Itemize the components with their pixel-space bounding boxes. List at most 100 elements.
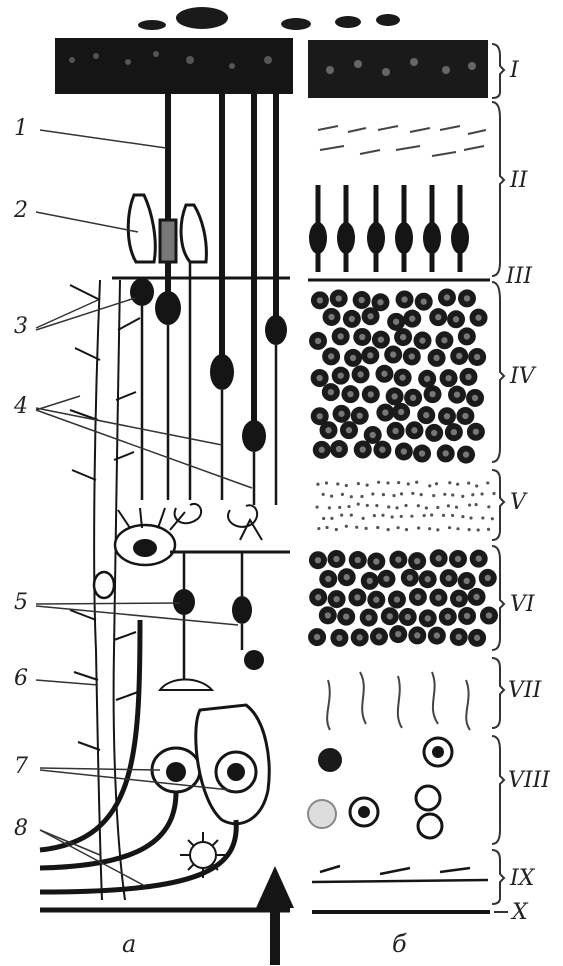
layer-v-dot bbox=[400, 515, 403, 518]
layer-iv-nucleolus bbox=[338, 372, 344, 378]
layer-iv-nucleolus bbox=[346, 427, 352, 433]
layer-vi-nucleolus bbox=[415, 594, 421, 600]
layer-v-dot bbox=[338, 506, 341, 509]
layer-iv-nucleolus bbox=[336, 446, 342, 452]
layer-iv-nucleolus bbox=[410, 395, 416, 401]
layer-v-dot bbox=[411, 492, 414, 495]
layer-vi-nucleolus bbox=[314, 634, 320, 640]
layer-II-band bbox=[309, 126, 486, 272]
layer-iv-nucleolus bbox=[444, 413, 450, 419]
layer-vi-nucleolus bbox=[325, 612, 331, 618]
layer-v-dot bbox=[467, 482, 470, 485]
layer-iv-nucleolus bbox=[317, 413, 323, 419]
layer-v-dot bbox=[382, 493, 385, 496]
layer-v-dot bbox=[341, 493, 344, 496]
layer-iv-nucleolus bbox=[347, 391, 353, 397]
layer-vi-nucleolus bbox=[474, 635, 480, 641]
layer-v-dot bbox=[417, 504, 420, 507]
layer-v-dot bbox=[481, 516, 484, 519]
layer-iv-nucleolus bbox=[328, 353, 334, 359]
layer-v-dot bbox=[328, 506, 331, 509]
layer-v-dot bbox=[491, 517, 494, 520]
layer-iv-nucleolus bbox=[392, 428, 398, 434]
layer-V-dots bbox=[315, 481, 495, 532]
layer-label-VII: VII bbox=[508, 680, 541, 702]
layer-vi-nucleolus bbox=[354, 594, 360, 600]
layer-v-dot bbox=[456, 483, 459, 486]
layer-iv-nucleolus bbox=[390, 351, 396, 357]
label-8: 8 bbox=[14, 818, 28, 840]
layer-v-dot bbox=[486, 481, 489, 484]
layer-v-dot bbox=[423, 514, 426, 517]
layer-v-dot bbox=[362, 517, 365, 520]
layer-IV-nuclei bbox=[309, 288, 488, 463]
layer-vi-nucleolus bbox=[456, 595, 462, 601]
layer-VII-fibres bbox=[327, 672, 470, 730]
layer-v-dot bbox=[471, 493, 474, 496]
layer-v-dot bbox=[360, 495, 363, 498]
layer-iv-nucleolus bbox=[393, 319, 399, 325]
layer-v-dot bbox=[425, 506, 428, 509]
label-3: 3 bbox=[14, 316, 28, 338]
layer-vi-nucleolus bbox=[344, 574, 350, 580]
layer-v-dot bbox=[381, 514, 384, 517]
layer-iv-nucleolus bbox=[319, 447, 325, 453]
layer-iv-nucleolus bbox=[419, 450, 425, 456]
layer-iv-nucleolus bbox=[315, 338, 321, 344]
layer-v-dot bbox=[366, 484, 369, 487]
layer-v-dot bbox=[451, 514, 454, 517]
layer-iv-nucleolus bbox=[378, 336, 384, 342]
layer-iv-nucleolus bbox=[465, 374, 471, 380]
layer-label-I: I bbox=[510, 60, 519, 82]
layer-v-dot bbox=[487, 505, 490, 508]
layer-v-dot bbox=[430, 513, 433, 516]
ganglion-cells bbox=[152, 705, 269, 878]
layer-iv-nucleolus bbox=[441, 337, 447, 343]
layer-label-X: X bbox=[512, 902, 528, 924]
layer-iv-nucleolus bbox=[367, 352, 373, 358]
photoreceptor-nuclei bbox=[130, 278, 287, 452]
layer-v-dot bbox=[322, 517, 325, 520]
layer-v-dot bbox=[391, 515, 394, 518]
layer-v-dot bbox=[387, 505, 390, 508]
layer-vi-nucleolus bbox=[395, 556, 401, 562]
layer-vi-nucleolus bbox=[464, 578, 470, 584]
layer-iv-nucleolus bbox=[399, 374, 405, 380]
layer-v-dot bbox=[365, 527, 368, 530]
layer-vi-nucleolus bbox=[355, 557, 361, 563]
layer-v-dot bbox=[492, 492, 495, 495]
layer-vi-nucleolus bbox=[376, 633, 382, 639]
layer-v-dot bbox=[336, 482, 339, 485]
layer-iv-nucleolus bbox=[431, 430, 437, 436]
layer-iv-nucleolus bbox=[443, 450, 449, 456]
layer-vi-nucleolus bbox=[325, 576, 331, 582]
layer-iv-nucleolus bbox=[328, 314, 334, 320]
layer-v-dot bbox=[448, 526, 451, 529]
layer-v-dot bbox=[375, 504, 378, 507]
layer-vi-nucleolus bbox=[333, 556, 339, 562]
layer-iv-nucleolus bbox=[350, 355, 356, 361]
layer-vi-nucleolus bbox=[373, 597, 379, 603]
layer-iv-nucleolus bbox=[338, 411, 344, 417]
layer-v-dot bbox=[432, 494, 435, 497]
layer-iv-nucleolus bbox=[411, 427, 417, 433]
layer-v-dot bbox=[410, 515, 413, 518]
light-direction-arrow bbox=[256, 866, 294, 965]
layer-v-dot bbox=[477, 528, 480, 531]
layer-iv-nucleolus bbox=[435, 314, 441, 320]
layer-v-dot bbox=[317, 527, 320, 530]
label-5: 5 bbox=[14, 592, 28, 614]
layer-v-dot bbox=[420, 493, 423, 496]
layer-iv-nucleolus bbox=[336, 295, 342, 301]
layer-v-dot bbox=[407, 482, 410, 485]
layer-v-dot bbox=[475, 484, 478, 487]
layer-v-dot bbox=[442, 514, 445, 517]
layer-v-dot bbox=[325, 526, 328, 529]
layer-v-dot bbox=[436, 528, 439, 531]
layer-label-V: V bbox=[510, 492, 526, 514]
layer-label-IV: IV bbox=[510, 366, 535, 388]
layer-v-dot bbox=[345, 525, 348, 528]
layer-v-dot bbox=[469, 516, 472, 519]
